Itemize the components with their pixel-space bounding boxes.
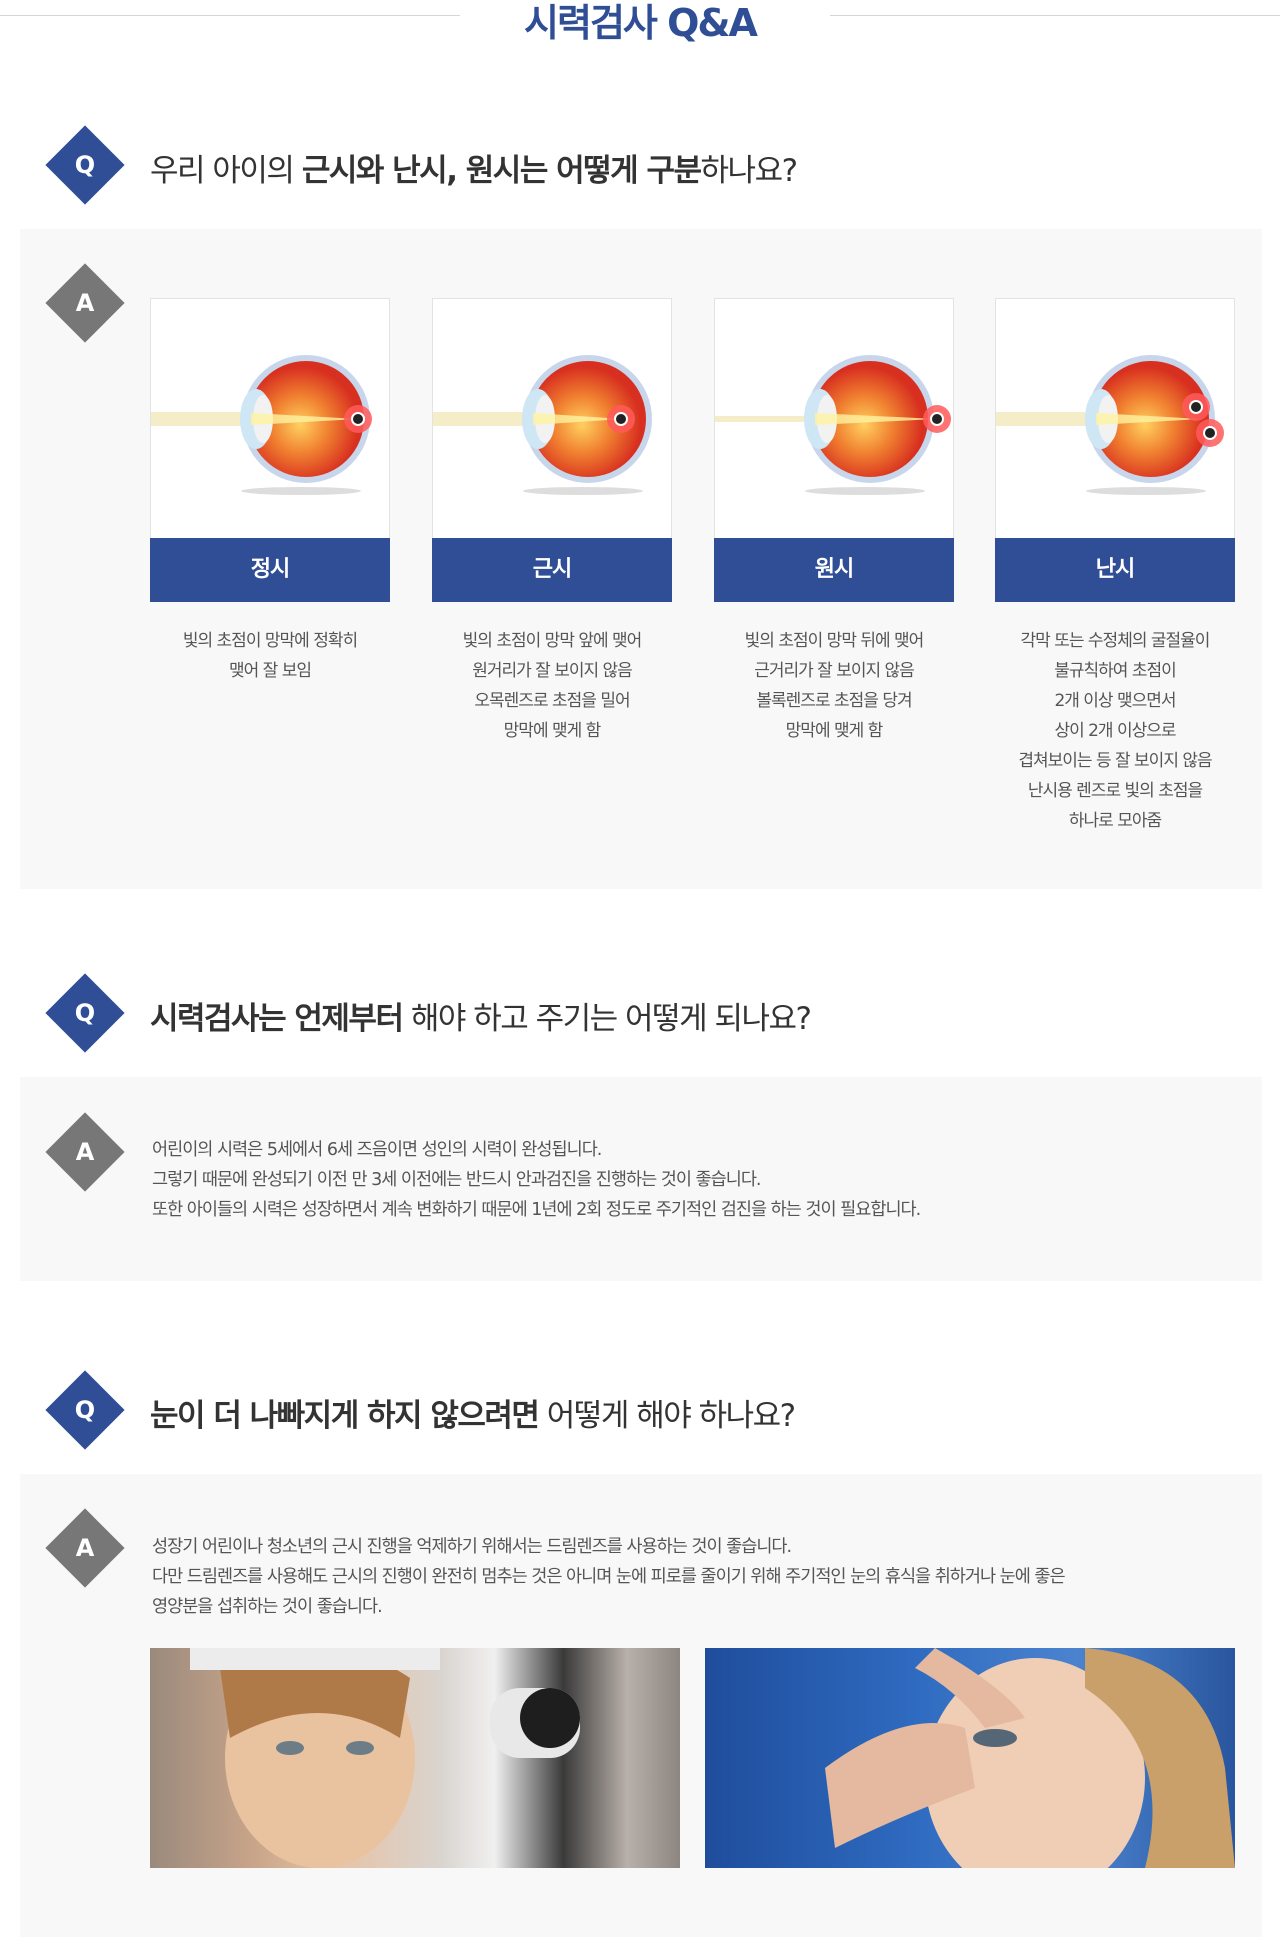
title-divider-right — [830, 15, 1280, 16]
eye-card-label: 난시 — [995, 538, 1235, 602]
q-badge-label: Q — [74, 1396, 96, 1424]
a-badge-label: A — [75, 1138, 95, 1166]
eye-card-description: 빛의 초점이 망막에 정확히 맺어 잘 보임 — [182, 631, 358, 681]
eye-card-label: 원시 — [714, 538, 954, 602]
answer-line: 그렇기 때문에 완성되기 이전 만 3세 이전에는 반드시 안과검진을 진행하는… — [152, 1170, 762, 1190]
question-segment: 해야 하고 주기는 어떻게 되나요? — [402, 1001, 812, 1037]
a-badge-label: A — [75, 1534, 95, 1562]
page-title: 시력검사 Q&A — [524, 1, 758, 45]
question-segment: 하나요? — [700, 153, 799, 189]
eye-card-description: 빛의 초점이 망막 앞에 맺어 원거리가 잘 보이지 않음 오목렌즈로 초점을 … — [462, 631, 643, 741]
eye-lens-fitting-photo — [705, 1648, 1235, 1868]
eye-card-description: 빛의 초점이 망막 뒤에 맺어 근거리가 잘 보이지 않음 볼록렌즈로 초점을 … — [744, 631, 925, 741]
title-divider-left — [0, 15, 460, 16]
a-badge-label: A — [75, 289, 95, 317]
eye-hyperopia-icon — [714, 298, 954, 538]
question-segment: 시력검사는 언제부터 — [150, 1001, 404, 1037]
q-badge-label: Q — [74, 999, 96, 1027]
eye-card-label: 근시 — [432, 538, 672, 602]
q-badge-label: Q — [74, 151, 96, 179]
child-eye-exam-photo — [150, 1648, 680, 1868]
answer-line: 또한 아이들의 시력은 성장하면서 계속 변화하기 때문에 1년에 2회 정도로… — [152, 1200, 921, 1220]
eye-card-2: 근시 빛의 초점이 망막 앞에 맺어 원거리가 잘 보이지 않음 오목렌즈로 초… — [432, 298, 672, 746]
eye-myopia-icon — [432, 298, 672, 538]
answer-text-3: 성장기 어린이나 청소년의 근시 진행을 억제하기 위해서는 드림렌즈를 사용하… — [152, 1532, 1066, 1622]
answer-line: 다만 드림렌즈를 사용해도 근시의 진행이 완전히 멈추는 것은 아니며 눈에 … — [152, 1567, 1066, 1587]
eye-card-3: 원시 빛의 초점이 망막 뒤에 맺어 근거리가 잘 보이지 않음 볼록렌즈로 초… — [714, 298, 954, 746]
question-segment: 우리 아이의 — [150, 153, 302, 189]
answer-line: 성장기 어린이나 청소년의 근시 진행을 억제하기 위해서는 드림렌즈를 사용하… — [152, 1537, 792, 1557]
answer-text-2: 어린이의 시력은 5세에서 6세 즈음이면 성인의 시력이 완성됩니다. 그렇기… — [152, 1135, 921, 1225]
question-2: 시력검사는 언제부터 해야 하고 주기는 어떻게 되나요? — [150, 993, 812, 1038]
eye-astigmatism-icon — [995, 298, 1235, 538]
eye-card-1: 정시 빛의 초점이 망막에 정확히 맺어 잘 보임 — [150, 298, 390, 686]
eye-card-4: 난시 각막 또는 수정체의 굴절율이 불규칙하여 초점이 2개 이상 맺으면서 … — [995, 298, 1235, 836]
answer-line: 영양분을 섭취하는 것이 좋습니다. — [152, 1597, 383, 1617]
eye-card-label: 정시 — [150, 538, 390, 602]
question-segment: 어떻게 해야 하나요? — [538, 1398, 796, 1434]
answer-line: 어린이의 시력은 5세에서 6세 즈음이면 성인의 시력이 완성됩니다. — [152, 1140, 602, 1160]
question-segment: 눈이 더 나빠지게 하지 않으려면 — [150, 1398, 540, 1434]
question-segment: 근시와 난시, 원시는 어떻게 구분 — [301, 153, 702, 189]
eye-card-description: 각막 또는 수정체의 굴절율이 불규칙하여 초점이 2개 이상 맺으면서 상이 … — [1018, 631, 1212, 831]
eye-normal-focus-icon — [150, 298, 390, 538]
question-1: 우리 아이의 근시와 난시, 원시는 어떻게 구분하나요? — [150, 145, 799, 190]
question-3: 눈이 더 나빠지게 하지 않으려면 어떻게 해야 하나요? — [150, 1390, 796, 1435]
answer-box-2 — [20, 1077, 1262, 1281]
